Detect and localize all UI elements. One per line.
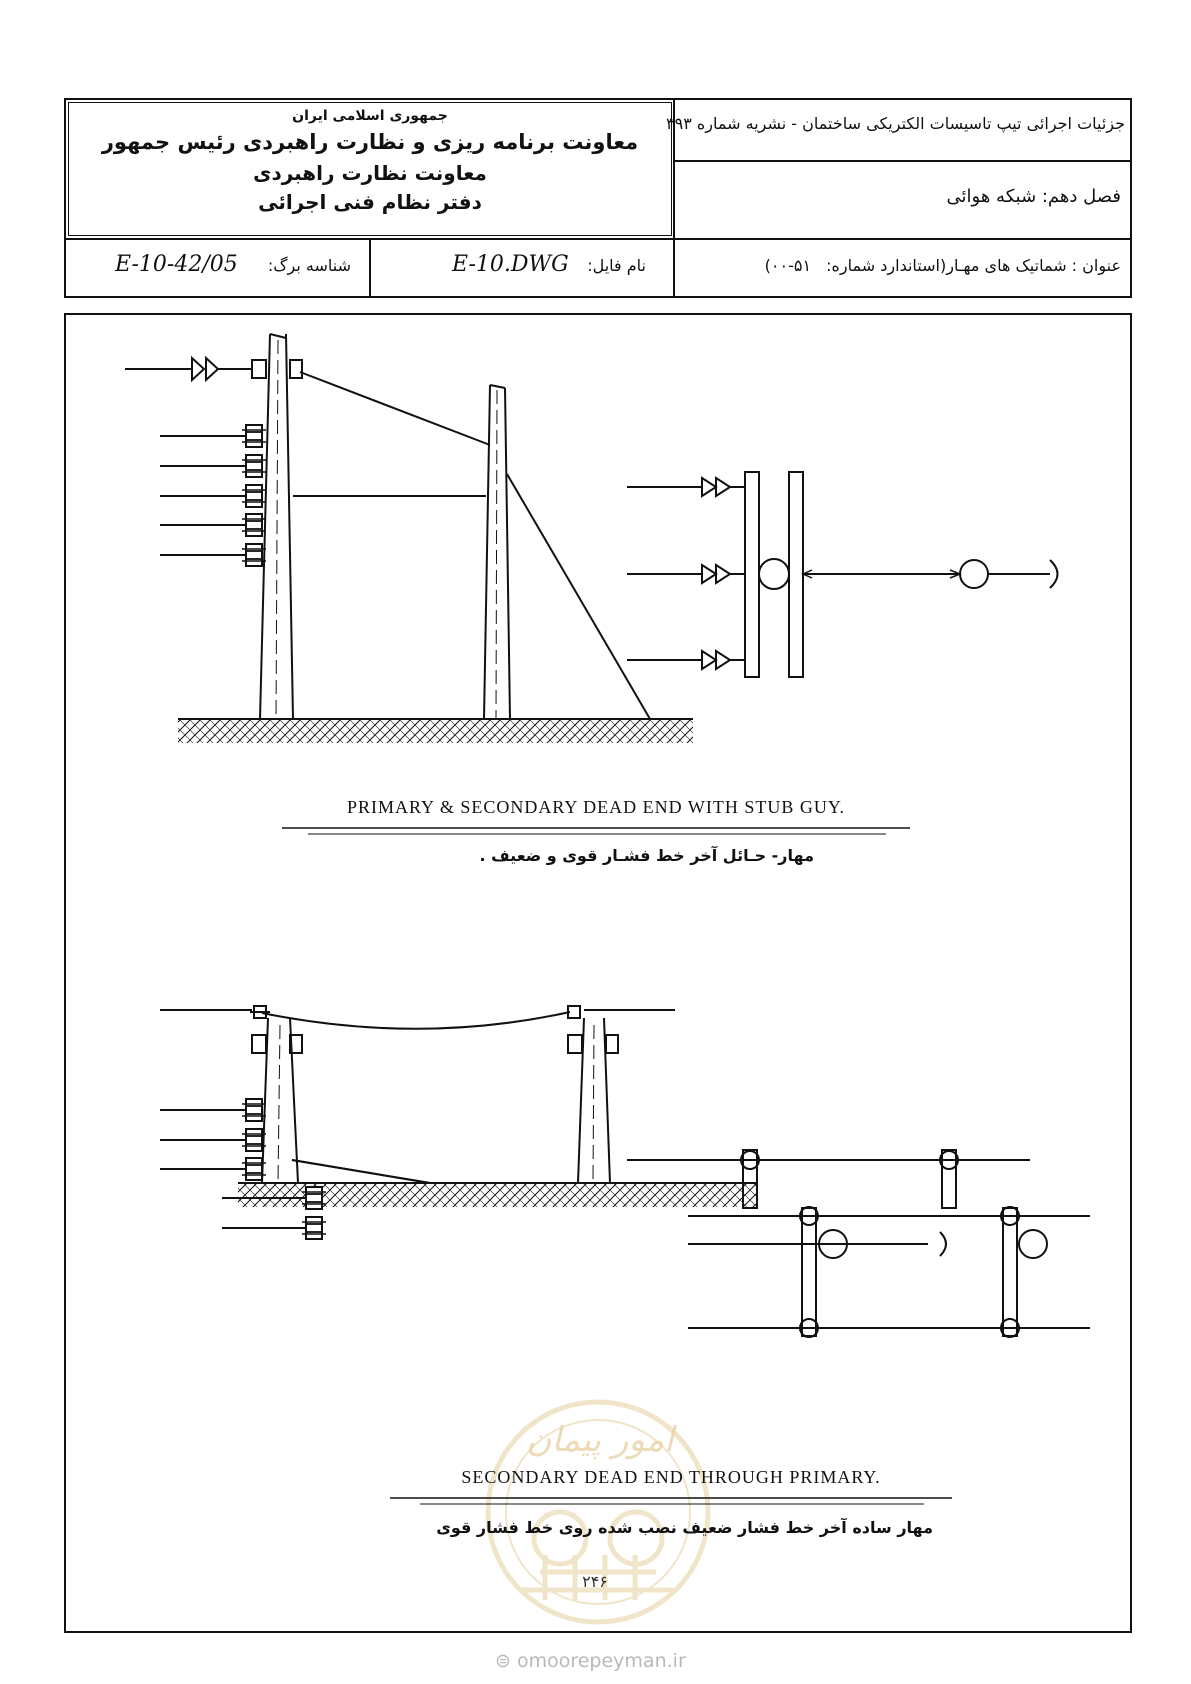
schematic-2 bbox=[627, 1149, 1090, 1338]
website-text: omoorepeyman.ir bbox=[516, 1650, 686, 1672]
org-line-1: جمهوری اسلامی ایران bbox=[292, 108, 448, 124]
org-line-3: معاونت نظارت راهبردی bbox=[253, 161, 487, 185]
title-block-vdivider-file bbox=[369, 238, 371, 298]
schematic-1 bbox=[627, 471, 1059, 678]
caption-1-english: PRIMARY & SECONDARY DEAD END WITH STUB G… bbox=[346, 797, 846, 817]
ground-1 bbox=[178, 719, 693, 743]
page-number: ۲۴۶ bbox=[582, 1572, 608, 1591]
title-block-hdivider-bottom bbox=[64, 238, 1132, 240]
caption-1-persian: مهار- حـائل آخر خط فشـار قوی و ضعیف . bbox=[479, 846, 814, 865]
org-line-4: دفتر نظام فنی اجرائی bbox=[258, 190, 482, 214]
drawing-frame bbox=[64, 313, 1132, 1633]
drawing-1 bbox=[125, 333, 693, 743]
sheet-id-value: E-10-42/05 bbox=[115, 252, 238, 277]
caption-2-english: SECONDARY DEAD END THROUGH PRIMARY. bbox=[461, 1467, 881, 1487]
org-line-2: معاونت برنامه ریزی و نظارت راهبردی رئیس … bbox=[101, 130, 639, 154]
org-box bbox=[68, 102, 672, 236]
file-name-value: E-10.DWG bbox=[452, 252, 569, 277]
file-name-label: نام فایل: bbox=[587, 256, 646, 275]
drawing-title-number: ۵۱-۰۰) bbox=[764, 256, 812, 275]
website-icon: ⊜ bbox=[495, 1650, 511, 1672]
caption-2-persian: مهار ساده آخر خط فشار ضعیف نصب شده روی خ… bbox=[436, 1518, 933, 1537]
title-block-hdivider-right bbox=[673, 160, 1132, 162]
pole-2-right bbox=[567, 1005, 619, 1184]
pole-1-right bbox=[483, 384, 511, 720]
website-watermark: ⊜ omoorepeyman.ir bbox=[495, 1650, 686, 1672]
pole-1-left bbox=[259, 333, 294, 720]
drawing-title-label: عنوان : شماتیک های مهـار(استاندارد شماره… bbox=[826, 256, 1121, 275]
title-block-vdivider bbox=[673, 98, 675, 298]
publication-title: جزئیات اجرائی تیپ تاسیسات الکتریکی ساختم… bbox=[666, 114, 1125, 133]
chapter-title: فصل دهم: شبکه هوائی bbox=[946, 186, 1121, 207]
drawing-2 bbox=[160, 1005, 758, 1229]
drawing-title: عنوان : شماتیک های مهـار(استاندارد شماره… bbox=[765, 256, 1121, 275]
pole-2-left bbox=[250, 1005, 303, 1184]
title-block bbox=[64, 98, 1132, 298]
ground-2 bbox=[238, 1183, 758, 1207]
sheet-id-label: شناسه برگ: bbox=[267, 256, 351, 275]
watermark-text: امور پیمان bbox=[526, 1420, 674, 1460]
